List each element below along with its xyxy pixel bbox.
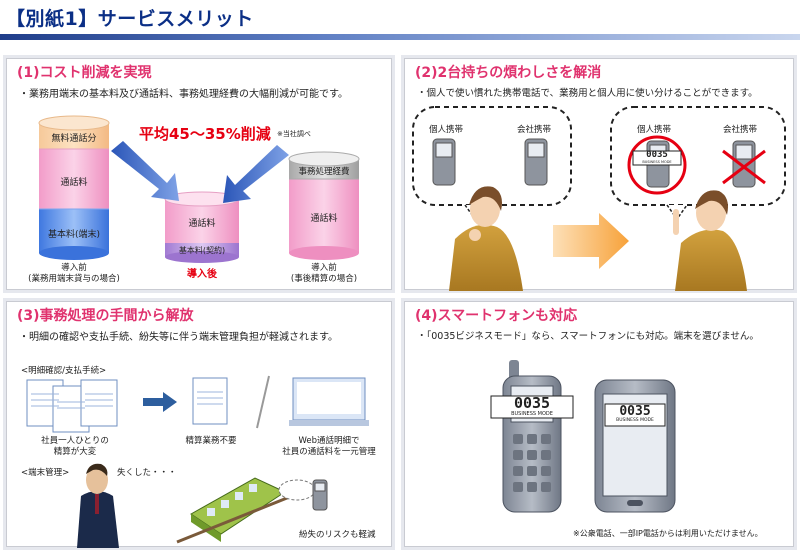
- panel-heading: (4)スマートフォンも対応: [415, 308, 578, 324]
- logo-number: 0035: [646, 150, 668, 160]
- arrow-right-to-center: [223, 145, 289, 203]
- caption-before-expense-2: (事後精算の場合): [290, 274, 358, 284]
- smartphone-diagram: [490, 360, 676, 513]
- logo-number-smartphone: 0035: [619, 404, 651, 419]
- train-illustration: [176, 477, 298, 544]
- savings-note: ※当社調べ: [277, 130, 311, 138]
- footnote: ※公衆電話、一部IP電話からは利用いただけません。: [573, 529, 763, 538]
- panel-heading: (2)2台持ちの煩わしさを解消: [415, 65, 602, 81]
- risk-caption: 紛失のリスクも軽減: [299, 530, 376, 540]
- logo-sub: BUSINESS MODE: [642, 160, 672, 164]
- logo-sub-phone: BUSINESS MODE: [511, 411, 553, 417]
- computer-icon: [289, 377, 369, 426]
- divider-line: [256, 375, 270, 429]
- section-device: <端末管理>: [21, 468, 70, 478]
- logo-sub-smartphone: BUSINESS MODE: [616, 418, 654, 423]
- document-stack-icon: [26, 379, 118, 433]
- woman-thinking-illustration: [449, 186, 523, 291]
- arrow-left-to-center: [111, 141, 179, 201]
- phone-icon: [732, 140, 756, 188]
- after-cylinder: [164, 191, 240, 263]
- label-calls-right: 通話料: [310, 214, 338, 224]
- caption-before-lease-1: 導入前: [61, 263, 87, 273]
- panel-paperwork: (3)事務処理の手間から解放 ・明細の確認や支払手続、紛失等に伴う端末管理負担が…: [6, 301, 392, 548]
- panel-description: ・個人で使い慣れた携帯電話で、業務用と個人用に使い分けることができます。: [417, 88, 758, 99]
- label-calls-center: 通話料: [188, 219, 216, 229]
- label-calls-left: 通話料: [60, 178, 88, 188]
- phone-icon: [432, 138, 548, 186]
- panel-description: ・「0035ビジネスモード」なら、スマートフォンにも対応。端末を選びません。: [417, 331, 759, 342]
- caption-before-expense-1: 導入前: [311, 263, 337, 273]
- highlight-circle-icon: [627, 135, 687, 195]
- paperwork-diagram: [26, 375, 369, 548]
- lost-text: 失くした・・・: [117, 468, 177, 478]
- title-rule: [0, 34, 800, 40]
- businessman-illustration: [77, 463, 119, 548]
- label-admin: 事務処理経費: [298, 167, 350, 177]
- panel-heading: (3)事務処理の手間から解放: [17, 308, 194, 324]
- before-bubble: [412, 106, 572, 206]
- docs-caption-1: 社員一人ひとりの: [41, 436, 109, 446]
- arrow-right-icon: [553, 213, 629, 269]
- caption-after: 導入後: [187, 269, 217, 280]
- web-caption-1: Web通話明細で: [298, 436, 360, 446]
- panel-smartphone: (4)スマートフォンも対応 ・「0035ビジネスモード」なら、スマートフォンにも…: [404, 301, 794, 547]
- docs-caption-2: 精算が大変: [53, 447, 97, 457]
- label-base-left: 基本料(端末): [47, 230, 101, 240]
- label-company-phone-before: 会社携帯: [517, 125, 552, 135]
- phone-icon: [312, 479, 328, 511]
- before-lease-cylinder: [38, 115, 110, 260]
- panel-two-phones: (2)2台持ちの煩わしさを解消 ・個人で使い慣れた携帯電話で、業務用と個人用に使…: [404, 58, 794, 291]
- label-base-center: 基本料(契約): [178, 246, 226, 255]
- section-statement: <明細確認/支払手続>: [21, 366, 107, 376]
- label-personal-phone-before: 個人携帯: [429, 125, 464, 135]
- arrow-right-icon: [143, 392, 177, 412]
- logo-number-phone: 0035: [513, 394, 551, 412]
- label-free-calls: 無料通話分: [51, 134, 97, 144]
- label-personal-phone-after: 個人携帯: [637, 125, 672, 135]
- no-task-caption: 精算業務不要: [185, 436, 237, 446]
- two-phones-diagram: [412, 106, 786, 291]
- panel-description: ・業務用端末の基本料及び通話料、事務処理経費の大幅削減が可能です。: [19, 89, 348, 100]
- caption-before-lease-2: (業務用端末貸与の場合): [28, 274, 120, 284]
- cross-icon: [722, 149, 766, 185]
- panel-cost-reduction: (1)コスト削減を実現 ・業務用端末の基本料及び通話料、事務処理経費の大幅削減が…: [6, 58, 392, 290]
- before-expense-cylinder: [288, 151, 360, 260]
- panel-description: ・明細の確認や支払手続、紛失等に伴う端末管理負担が軽減されます。: [19, 332, 338, 343]
- savings-text: 平均45〜35%削減: [139, 125, 271, 143]
- cost-diagram: [38, 115, 360, 263]
- page-title: 【別紙1】サービスメリット: [6, 8, 254, 30]
- label-company-phone-after: 会社携帯: [723, 125, 758, 135]
- speech-bubble: [278, 479, 316, 501]
- web-caption-2: 社員の通話料を一元管理: [282, 447, 376, 457]
- panel-heading: (1)コスト削減を実現: [17, 65, 152, 81]
- feature-phone-icon: [490, 360, 574, 513]
- woman-pointing-illustration: [673, 190, 747, 291]
- document-icon: [192, 377, 228, 425]
- smartphone-icon: [594, 379, 676, 513]
- business-mode-logo: [632, 150, 682, 166]
